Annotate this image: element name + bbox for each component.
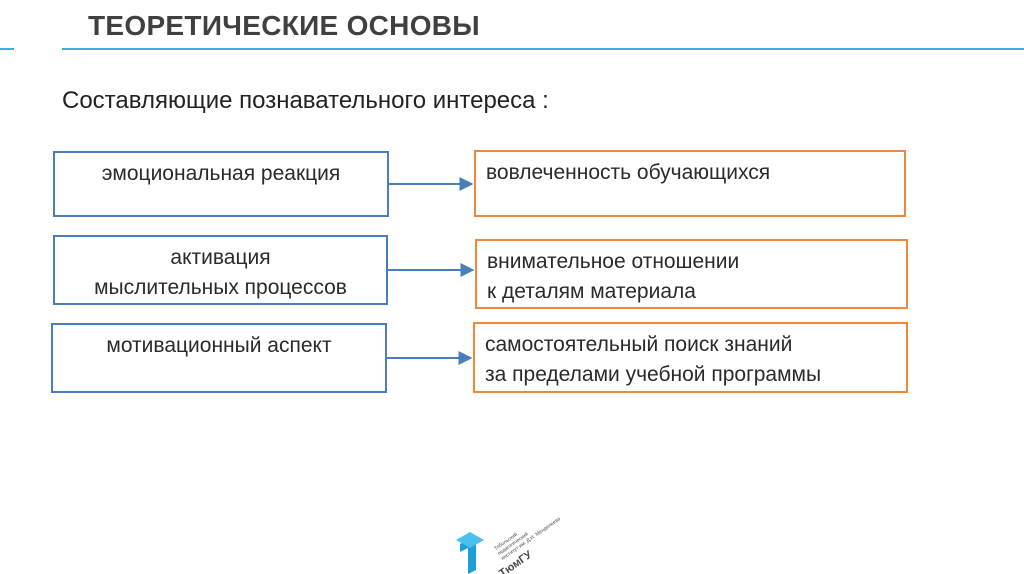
box-text-line: мыслительных процессов [94,276,347,299]
box-text-line: к деталям материала [487,280,696,303]
box-text-line: самостоятельный поиск знаний [485,333,793,356]
box-text-line: эмоциональная реакция [101,162,341,185]
box-text-line: внимательное отношении [487,250,740,273]
left-box-motivational-aspect: мотивационный аспект [51,323,387,393]
tyumgu-logo: ТюмГУ Тобольский педагогический институт… [456,516,560,574]
left-box-thinking-activation: активация мыслительных процессов [53,235,388,305]
box-text-line: мотивационный аспект [106,334,332,357]
header-accent-line [62,48,1024,50]
left-box-emotional-reaction: эмоциональная реакция [53,151,389,217]
box-text-line: активация [170,246,271,269]
page-title: ТЕОРЕТИЧЕСКИЕ ОСНОВЫ [88,10,481,41]
box-text-line: за пределами учебной программы [485,363,822,386]
diagram-subtitle: Составляющие познавательного интереса : [62,87,549,114]
right-box-engagement: вовлеченность обучающихся [474,150,906,217]
header-accent-line-left [0,48,14,50]
box-text-line: вовлеченность обучающихся [486,161,771,184]
right-box-attention-to-details: внимательное отношении к деталям материа… [475,239,908,309]
right-box-independent-search: самостоятельный поиск знаний за пределам… [473,322,908,393]
